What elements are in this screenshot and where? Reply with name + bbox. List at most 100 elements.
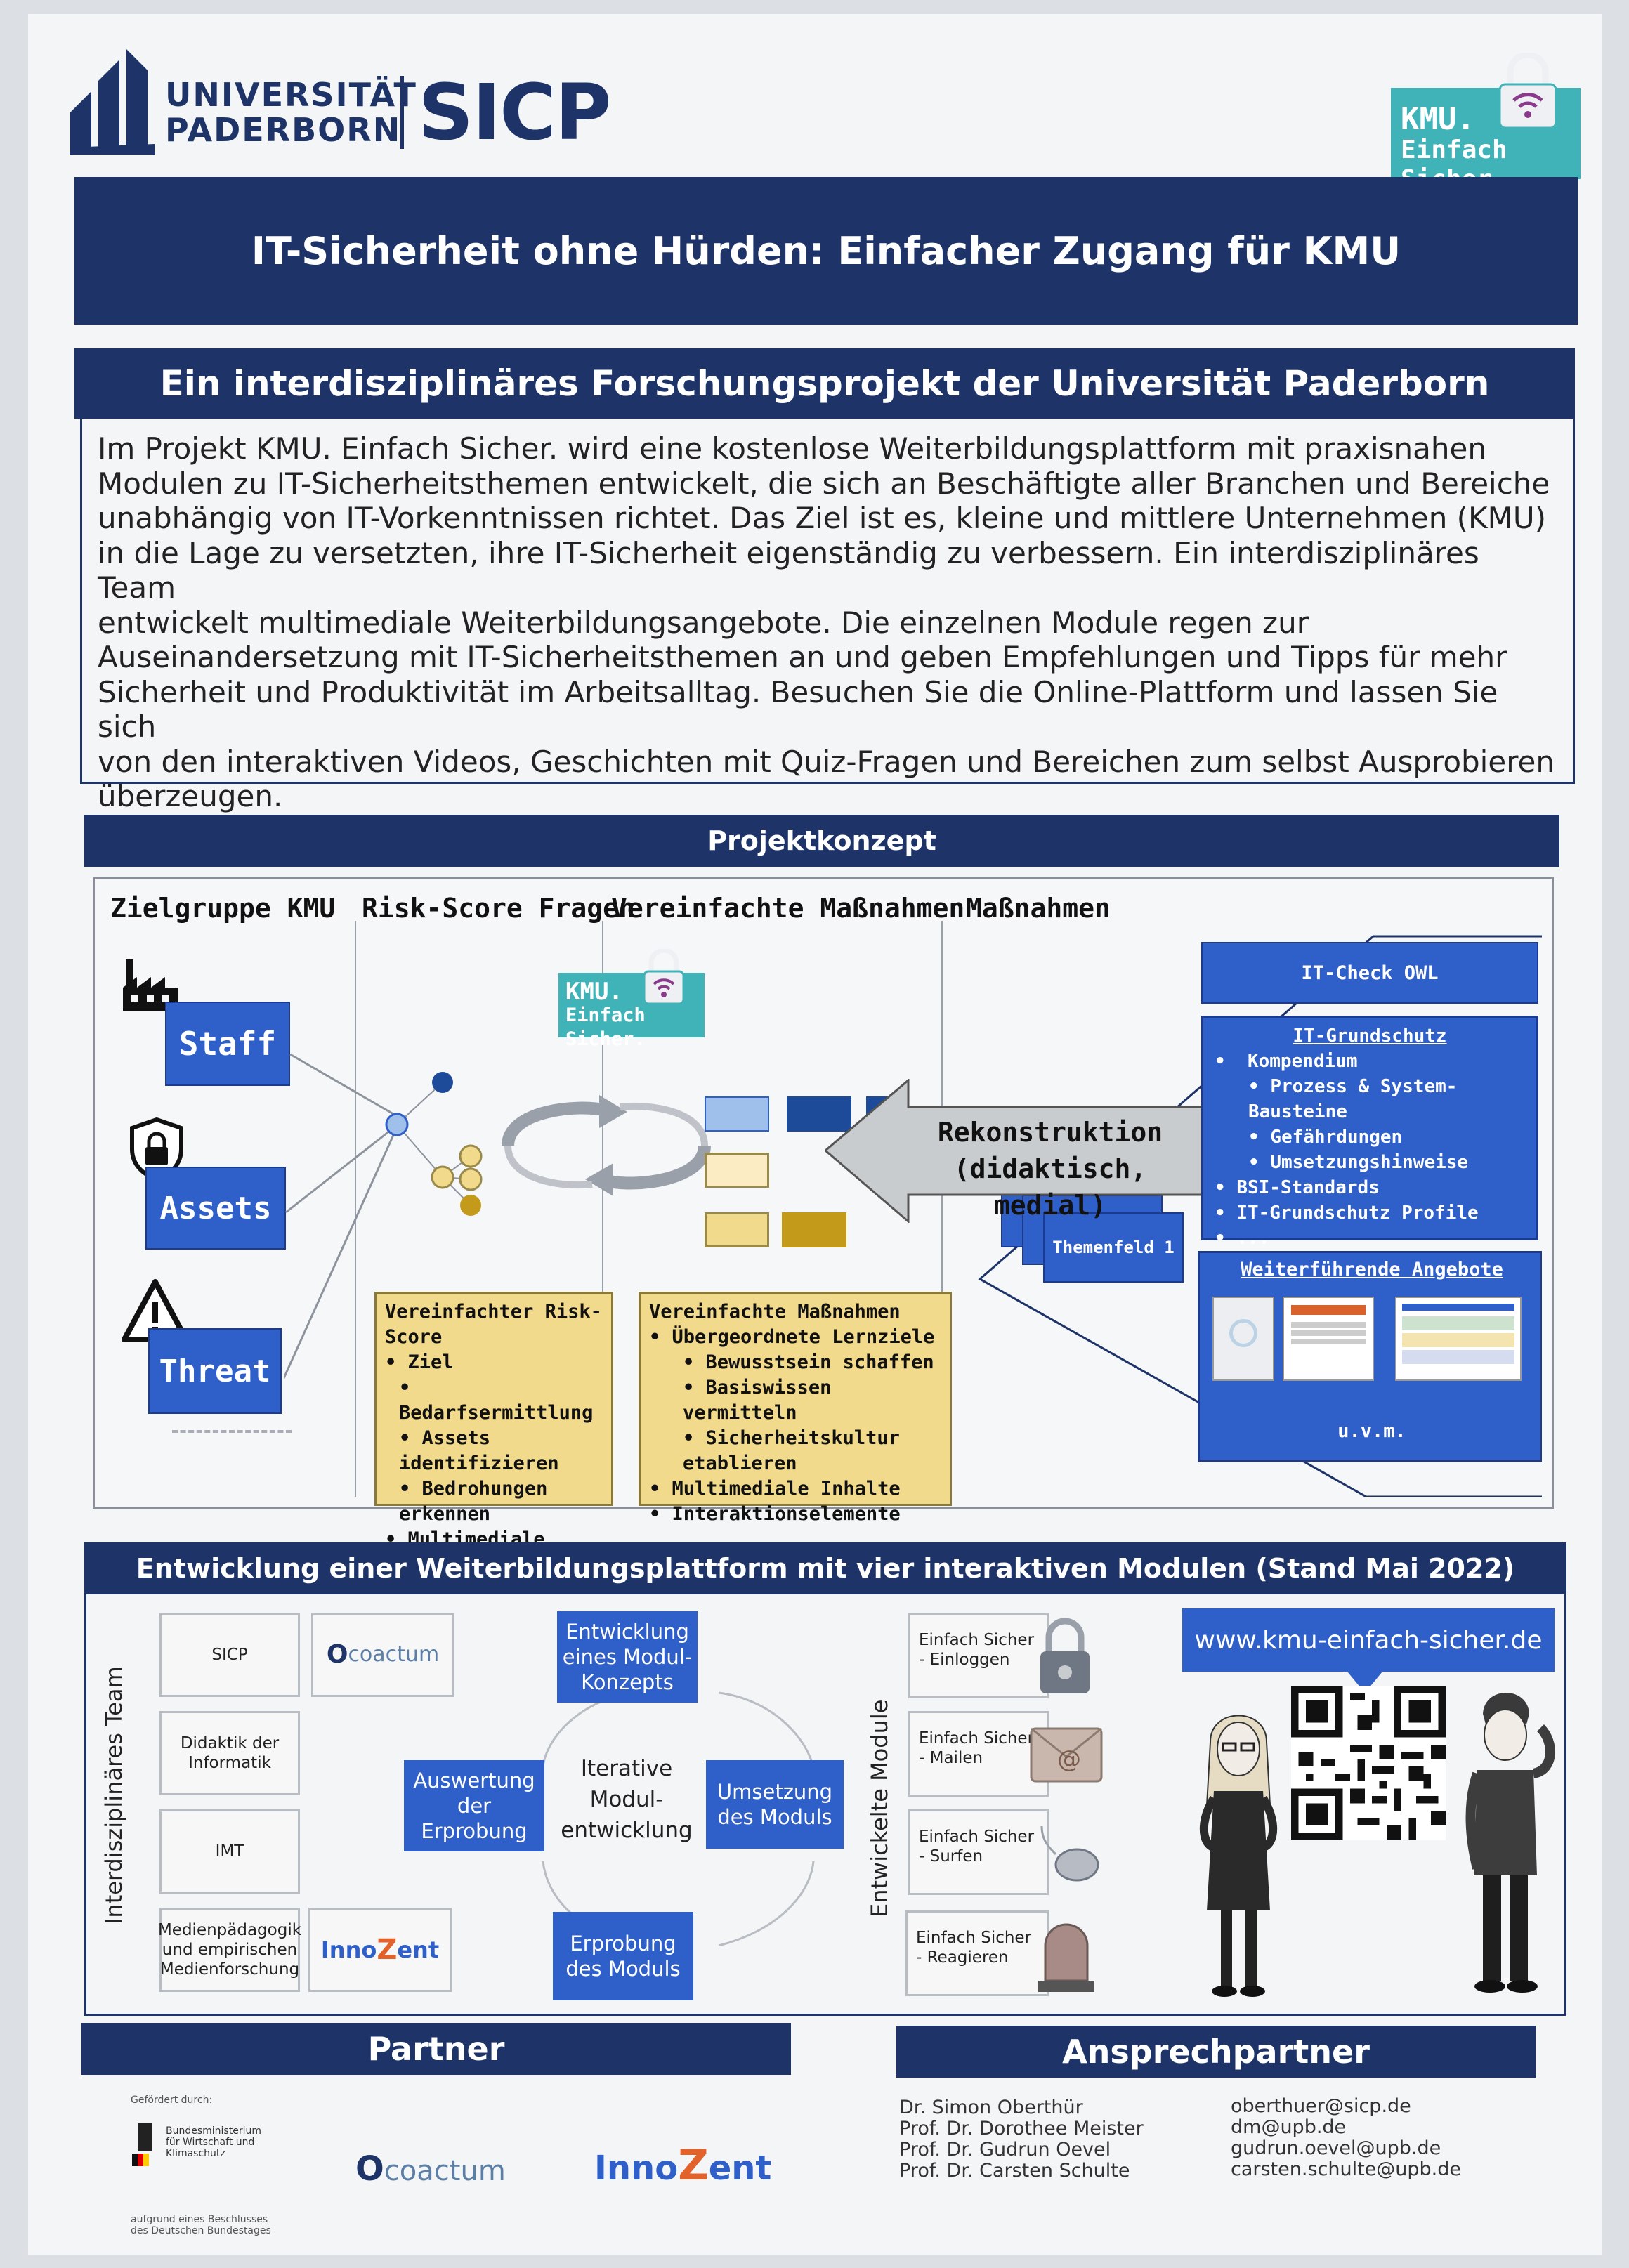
partner-coactum-text: coactum — [384, 2155, 506, 2187]
refresh-icon — [502, 1095, 711, 1196]
module-mailen-label: Einfach Sicher - Mailen — [919, 1729, 1035, 1767]
lock-wifi-icon — [643, 949, 685, 1005]
contact-email[interactable]: oberthuer@sicp.de — [1231, 2095, 1411, 2117]
logo-separator — [400, 76, 404, 149]
grundschutz-subitem: Umsetzungshinweise — [1270, 1152, 1469, 1173]
contacts-heading: Ansprechpartner — [896, 2026, 1536, 2078]
measures-note-extra: Interaktionselemente — [672, 1503, 901, 1525]
projektkonzept-heading: Projektkonzept — [84, 815, 1559, 867]
poster-subtitle: Ein interdisziplinäres Forschungsprojekt… — [74, 348, 1575, 419]
measure-block — [782, 1212, 846, 1247]
contact-email[interactable]: dm@upb.de — [1231, 2116, 1347, 2138]
intro-text: Im Projekt KMU. Einfach Sicher. wird ein… — [80, 419, 1575, 813]
contact-name: Dr. Simon Oberthür — [899, 2097, 1083, 2118]
intro-line: Auseinandersetzung mit IT-Sicherheitsthe… — [98, 640, 1507, 674]
funnel-outline — [978, 935, 1542, 1497]
column-divider — [941, 921, 943, 1497]
email-icon: @ — [1030, 1727, 1103, 1783]
contact-name: Prof. Dr. Dorothee Meister — [899, 2118, 1144, 2139]
grundschutz-item: Kompendium — [1247, 1051, 1358, 1072]
intro-line: überzeugen. — [98, 779, 283, 813]
brochure-thumbnail — [1212, 1297, 1274, 1381]
innozent-a: Inno — [320, 1936, 377, 1963]
measure-block — [705, 1212, 769, 1247]
qr-code[interactable] — [1291, 1686, 1446, 1840]
contact-name: Prof. Dr. Gudrun Oevel — [899, 2139, 1111, 2161]
gefoerdert-label: Gefördert durch: — [131, 2095, 213, 2106]
contact-name: Prof. Dr. Carsten Schulte — [899, 2160, 1130, 2182]
entwicklung-panel: Interdisziplinäres Team SICP Didaktik de… — [84, 1594, 1566, 2016]
sicp-logo: SICP — [418, 67, 611, 157]
contact-email[interactable]: gudrun.oevel@upb.de — [1231, 2137, 1441, 2159]
contact-email[interactable]: carsten.schulte@upb.de — [1231, 2158, 1462, 2180]
modules-label: Entwickelte Module — [866, 1699, 893, 1918]
grundschutz-panel: IT-Grundschutz • Kompendium • Prozess & … — [1201, 1016, 1538, 1249]
speech-pointer — [1347, 1672, 1382, 1693]
team-medienpaedagogik: Medienpädagogik und empirischen Medienfo… — [158, 1908, 301, 1992]
university-name: UNIVERSITÄT PADERBORN — [165, 77, 417, 148]
col-massnahmen: Maßnahmen — [966, 893, 1111, 924]
partner-innozent-b: Z — [678, 2141, 709, 2190]
column-divider — [602, 921, 603, 1497]
intro-line: Sicherheit und Produktivität im Arbeitsa… — [98, 674, 1498, 745]
contact-names: Dr. Simon Oberthür Prof. Dr. Dorothee Me… — [899, 2097, 1144, 2182]
intro-line: unabhängig von IT-Vorkenntnissen richtet… — [98, 501, 1546, 535]
col-riskscore: Risk-Score Fragen — [362, 893, 635, 924]
man-avatar — [1465, 1693, 1555, 1993]
risk-note-item: Assets identifizieren — [399, 1427, 559, 1474]
poster-title: IT-Sicherheit ohne Hürden: Einfacher Zug… — [74, 177, 1578, 325]
target-staff: Staff — [165, 1002, 290, 1086]
measures-note: Vereinfachte Maßnahmen • Übergeordnete L… — [639, 1292, 952, 1525]
module-einloggen-label: Einfach Sicher - Einloggen — [919, 1631, 1035, 1669]
weiterfuehrend-panel: Weiterführende Angebote u.v.m. — [1198, 1251, 1542, 1462]
brochure-thumbnail — [1395, 1297, 1522, 1381]
university-mark-icon — [70, 49, 155, 155]
alarm-light-icon — [1038, 1923, 1094, 1992]
eagle-icon — [132, 2123, 152, 2166]
partner-coactum-logo: Ocoactum — [355, 2149, 506, 2189]
measures-note-item: Basiswissen vermitteln — [683, 1377, 832, 1424]
website-link[interactable]: www.kmu-einfach-sicher.de — [1182, 1608, 1555, 1672]
ministry-logo: Bundesministerium für Wirtschaft und Kli… — [131, 2120, 271, 2176]
lock-wifi-icon — [1498, 53, 1557, 129]
contact-emails: oberthuer@sicp.de dm@upb.de gudrun.oevel… — [1231, 2096, 1461, 2180]
uvm-label: u.v.m. — [1337, 1420, 1406, 1442]
grundschutz-item: ... — [1236, 1228, 1270, 1249]
brochure-thumbnail — [1283, 1297, 1374, 1381]
team-label: Interdisziplinäres Team — [100, 1666, 127, 1925]
measures-note-lead: Übergeordnete Lernziele — [672, 1326, 935, 1348]
reconstruction-line1: Rekonstruktion — [937, 1117, 1163, 1148]
module-surfen[interactable]: Einfach Sicher - Surfen — [908, 1809, 1049, 1895]
measures-note-item: Bewusstsein schaffen — [705, 1351, 934, 1373]
kmu-badge-line1: KMU. — [565, 978, 623, 1006]
reconstruction-label: Rekonstruktion (didaktisch, medial) — [903, 1114, 1198, 1224]
university-line1: UNIVERSITÄT — [165, 76, 417, 114]
themenfeld-card: Themenfeld 1 — [1043, 1212, 1184, 1283]
risk-score-note: Vereinfachter Risk-Score • Ziel • Bedarf… — [374, 1292, 613, 1575]
cycle-center: Iterative Modul-entwicklung — [561, 1756, 693, 1843]
shield-lock-icon — [130, 1117, 183, 1181]
measure-block — [787, 1096, 851, 1132]
risk-note-ziel: Ziel — [407, 1351, 454, 1373]
svg-text:@: @ — [1057, 1745, 1081, 1774]
intro-line: Modulen zu IT-Sicherheitsthemen entwicke… — [98, 466, 1550, 501]
grundschutz-title: IT-Grundschutz — [1293, 1025, 1447, 1047]
mouse-icon — [1040, 1825, 1099, 1882]
cycle-auswertung: Auswertung der Erprobung — [404, 1760, 544, 1851]
module-einloggen[interactable]: Einfach Sicher - Einloggen — [908, 1613, 1049, 1698]
measure-block — [705, 1096, 769, 1132]
grundschutz-subitem: Gefährdungen — [1270, 1127, 1403, 1148]
beschluss-label: aufgrund eines Beschlusses des Deutschen… — [131, 2214, 271, 2236]
team-didaktik: Didaktik der Informatik — [159, 1711, 300, 1795]
kmu-logo-line1: KMU. — [1401, 101, 1475, 137]
module-mailen[interactable]: Einfach Sicher - Mailen — [908, 1711, 1049, 1797]
intro-line: Im Projekt KMU. Einfach Sicher. wird ein… — [98, 431, 1486, 466]
weiterfuehrend-title: Weiterführende Angebote — [1241, 1259, 1503, 1280]
module-reagieren[interactable]: Einfach Sicher - Reagieren — [905, 1910, 1049, 1996]
module-reagieren-label: Einfach Sicher - Reagieren — [916, 1929, 1032, 1967]
dashed-line — [172, 1430, 292, 1433]
risk-note-title: Vereinfachter Risk-Score — [385, 1301, 602, 1348]
kmu-logo: KMU. Einfach Sicher. — [1391, 53, 1581, 194]
